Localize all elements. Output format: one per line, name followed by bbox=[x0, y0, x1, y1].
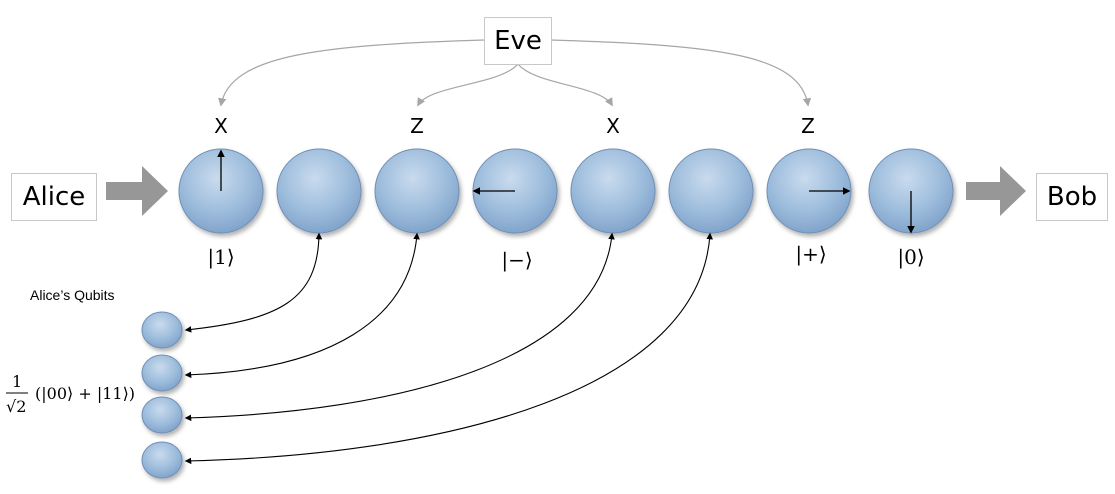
bob-label: Bob bbox=[1046, 182, 1098, 212]
eve-connections bbox=[218, 39, 812, 107]
entanglement-links bbox=[184, 232, 713, 465]
link-qubit-7 bbox=[184, 232, 713, 465]
qubit-row bbox=[178, 148, 954, 234]
state-label: |1⟩ bbox=[207, 245, 235, 269]
spin-arrows bbox=[217, 149, 915, 234]
state-label: |0⟩ bbox=[897, 245, 925, 269]
qubit-6 bbox=[668, 148, 754, 234]
basis-label: X bbox=[606, 114, 620, 138]
alice-qubits-caption: Alice’s Qubits bbox=[30, 287, 115, 303]
state-label: |−⟩ bbox=[501, 248, 533, 272]
qubit-2 bbox=[276, 148, 362, 234]
alice-qubit-stack bbox=[141, 311, 183, 479]
eve-curve-3 bbox=[517, 63, 613, 107]
basis-label: Z bbox=[410, 114, 424, 138]
basis-label: Z bbox=[801, 114, 815, 138]
eve-curve-4 bbox=[549, 39, 812, 107]
qubit-5 bbox=[570, 148, 656, 234]
bob-box: Bob bbox=[1036, 173, 1108, 221]
alice-qubit-3 bbox=[141, 396, 183, 434]
eve-label: Eve bbox=[494, 26, 542, 56]
alice-qubit-4 bbox=[141, 441, 183, 479]
eve-box: Eve bbox=[484, 17, 552, 65]
alice-qubit-1 bbox=[141, 311, 183, 349]
alice-to-qubits-arrow bbox=[106, 166, 168, 216]
alice-qubit-2 bbox=[141, 354, 183, 392]
formula-numerator: 1 bbox=[12, 372, 23, 391]
qubit-3 bbox=[374, 148, 460, 234]
alice-label: Alice bbox=[22, 182, 86, 212]
formula-denominator: √2 bbox=[6, 397, 27, 416]
state-label: |+⟩ bbox=[795, 242, 827, 266]
eve-curve-2 bbox=[417, 63, 519, 107]
formula-expression: (|00⟩ + |11⟩) bbox=[35, 384, 136, 403]
alice-box: Alice bbox=[11, 173, 97, 221]
basis-label: X bbox=[214, 114, 228, 138]
qubits-to-bob-arrow bbox=[966, 166, 1026, 216]
eve-curve-1 bbox=[218, 39, 485, 107]
